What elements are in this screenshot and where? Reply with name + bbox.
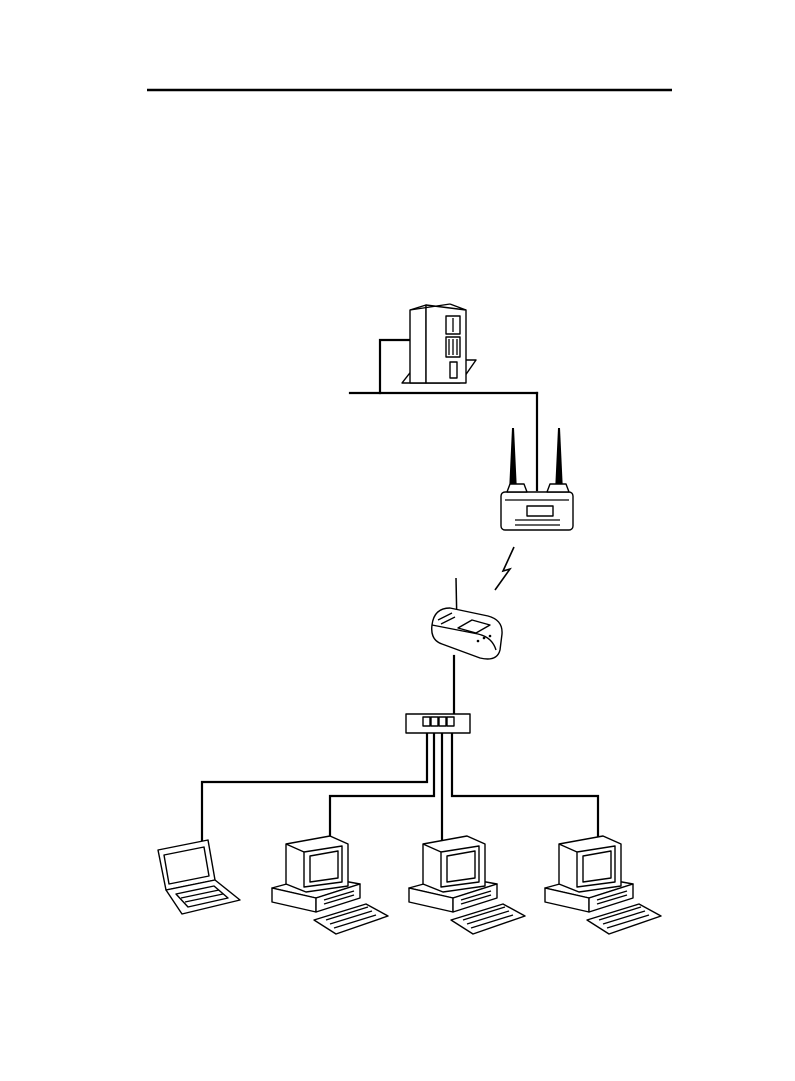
wireless-link-bolt — [495, 547, 514, 590]
connections — [202, 340, 598, 842]
hub-to-desktop-3-link — [452, 733, 598, 840]
single-antenna-wireless-bridge-icon — [432, 578, 502, 659]
laptop-icon — [158, 840, 240, 914]
hub-port-1 — [423, 717, 430, 726]
tower-server-icon — [402, 304, 476, 383]
hub-port-3 — [439, 717, 446, 726]
desktop-computer-icon — [545, 836, 661, 934]
desktop-computer-icon — [272, 836, 388, 934]
hub-to-desktop-1-link — [330, 733, 434, 840]
hub-port-2 — [431, 717, 438, 726]
hub-port-4 — [447, 717, 454, 726]
hub-to-laptop-link — [202, 733, 427, 842]
desktop-computer-icon — [409, 836, 525, 934]
four-port-hub-icon — [406, 714, 470, 733]
server-link — [380, 340, 410, 393]
